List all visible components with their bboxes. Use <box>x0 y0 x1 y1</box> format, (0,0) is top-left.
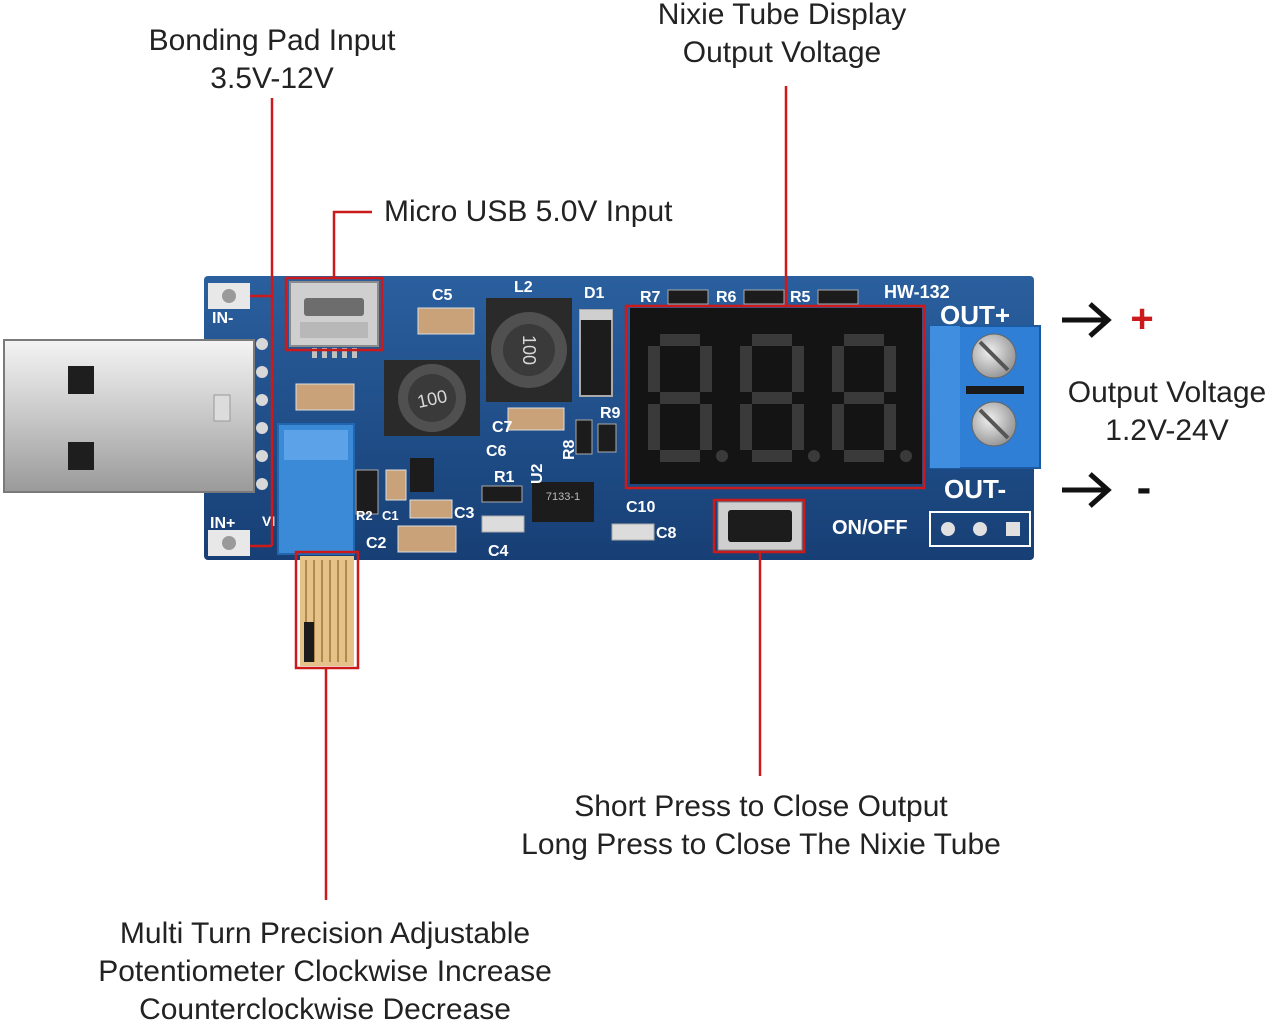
label-r7: R7 <box>640 289 661 306</box>
potentiometer <box>277 423 355 666</box>
label-c3: C3 <box>454 505 475 522</box>
minus-arrow <box>1062 472 1112 508</box>
callout-switch-line2: Long Press to Close The Nixie Tube <box>521 828 1001 861</box>
bonding-pads <box>208 283 250 556</box>
digit-3-decimal-point <box>900 450 912 462</box>
digit-1-segment-2 <box>660 392 700 404</box>
in-minus-label: IN- <box>212 310 233 327</box>
diode-d1 <box>579 309 613 397</box>
label-r8: R8 <box>561 439 578 460</box>
digit-2-segment-7 <box>792 404 804 450</box>
callout-potentiometer: Multi Turn Precision Adjustable Potentio… <box>60 915 590 1029</box>
smd-components <box>295 289 859 553</box>
label-c5: C5 <box>432 287 453 304</box>
in-plus-label: IN+ <box>210 515 235 532</box>
label-c10: C10 <box>626 499 655 516</box>
digit-1-segment-5 <box>700 346 712 392</box>
digit-2-segment-1 <box>752 334 792 346</box>
label-c6: C6 <box>486 443 507 460</box>
digit-3-segment-3 <box>844 450 884 462</box>
label-u2: U2 <box>529 463 546 484</box>
label-c4: C4 <box>488 543 509 560</box>
plus-sign: + <box>1130 297 1153 341</box>
digit-1-segment-7 <box>700 404 712 450</box>
label-r5: R5 <box>790 289 811 306</box>
callout-switch: Short Press to Close Output Long Press t… <box>470 788 1052 864</box>
digit-2-segment-3 <box>752 450 792 462</box>
digit-3-segment-4 <box>832 346 844 392</box>
pin-header <box>929 511 1031 547</box>
callout-bonding-pad-line1: Bonding Pad Input <box>148 24 396 57</box>
digit-3-segment-6 <box>832 404 844 450</box>
label-r2: R2 <box>356 508 373 523</box>
callout-output-voltage: Output Voltage 1.2V-24V <box>1056 374 1278 450</box>
digit-1-segment-3 <box>660 450 700 462</box>
on-off-label: ON/OFF <box>832 517 908 539</box>
digit-3-segment-1 <box>844 334 884 346</box>
label-c7: C7 <box>492 419 513 436</box>
callout-nixie: Nixie Tube Display Output Voltage <box>622 0 942 72</box>
callout-potentiometer-line3: Counterclockwise Decrease <box>139 993 511 1026</box>
annotation-lines <box>250 86 926 900</box>
digit-2-segment-4 <box>740 346 752 392</box>
callout-output-voltage-line1: Output Voltage <box>1067 376 1267 409</box>
callout-potentiometer-line2: Potentiometer Clockwise Increase <box>98 955 552 988</box>
plus-arrow <box>1062 302 1112 338</box>
tactile-switch <box>717 501 803 551</box>
digit-2-segment-5 <box>792 346 804 392</box>
minus-sign: - <box>1137 463 1152 512</box>
output-terminal-block <box>929 325 1041 469</box>
digit-2-segment-2 <box>752 392 792 404</box>
digit-1-segment-1 <box>660 334 700 346</box>
usb-a-plug <box>3 339 255 493</box>
inductor-l1: 100 <box>384 360 480 436</box>
callout-switch-line1: Short Press to Close Output <box>574 790 948 823</box>
inductor-l2: 100 <box>486 298 572 402</box>
board-model: HW-132 <box>884 282 950 302</box>
label-l2: L2 <box>514 279 533 296</box>
callout-micro-usb-line1: Micro USB 5.0V Input <box>384 195 673 228</box>
digit-3-segment-2 <box>844 392 884 404</box>
side-pads <box>256 338 268 490</box>
callout-nixie-line2: Output Voltage <box>682 36 882 69</box>
callout-nixie-line1: Nixie Tube Display <box>657 0 907 31</box>
callout-bonding-pad: Bonding Pad Input 3.5V-12V <box>112 22 432 98</box>
digit-1-decimal-point <box>716 450 728 462</box>
out-minus-label: OUT- <box>944 474 1006 504</box>
label-c1: C1 <box>382 508 399 523</box>
digit-2-decimal-point <box>808 450 820 462</box>
label-r6: R6 <box>716 289 737 306</box>
callout-output-voltage-line2: 1.2V-24V <box>1105 414 1229 447</box>
label-c2: C2 <box>366 535 387 552</box>
callout-bonding-pad-line2: 3.5V-12V <box>210 62 334 95</box>
ic-code: 7133-1 <box>546 491 580 503</box>
label-c8: C8 <box>656 525 677 542</box>
out-plus-label: OUT+ <box>940 300 1010 330</box>
digit-3-segment-5 <box>884 346 896 392</box>
inductor-code-l2: 100 <box>519 335 539 365</box>
callout-potentiometer-line1: Multi Turn Precision Adjustable <box>119 917 531 950</box>
micro-usb-connector <box>289 281 379 358</box>
label-d1: D1 <box>584 285 605 302</box>
digit-2-segment-6 <box>740 404 752 450</box>
digit-1-segment-4 <box>648 346 660 392</box>
label-r9: R9 <box>600 405 621 422</box>
label-r1: R1 <box>494 469 515 486</box>
digit-1-segment-6 <box>648 404 660 450</box>
digit-3-segment-7 <box>884 404 896 450</box>
nixie-display <box>630 308 922 484</box>
callout-micro-usb: Micro USB 5.0V Input <box>384 193 672 231</box>
